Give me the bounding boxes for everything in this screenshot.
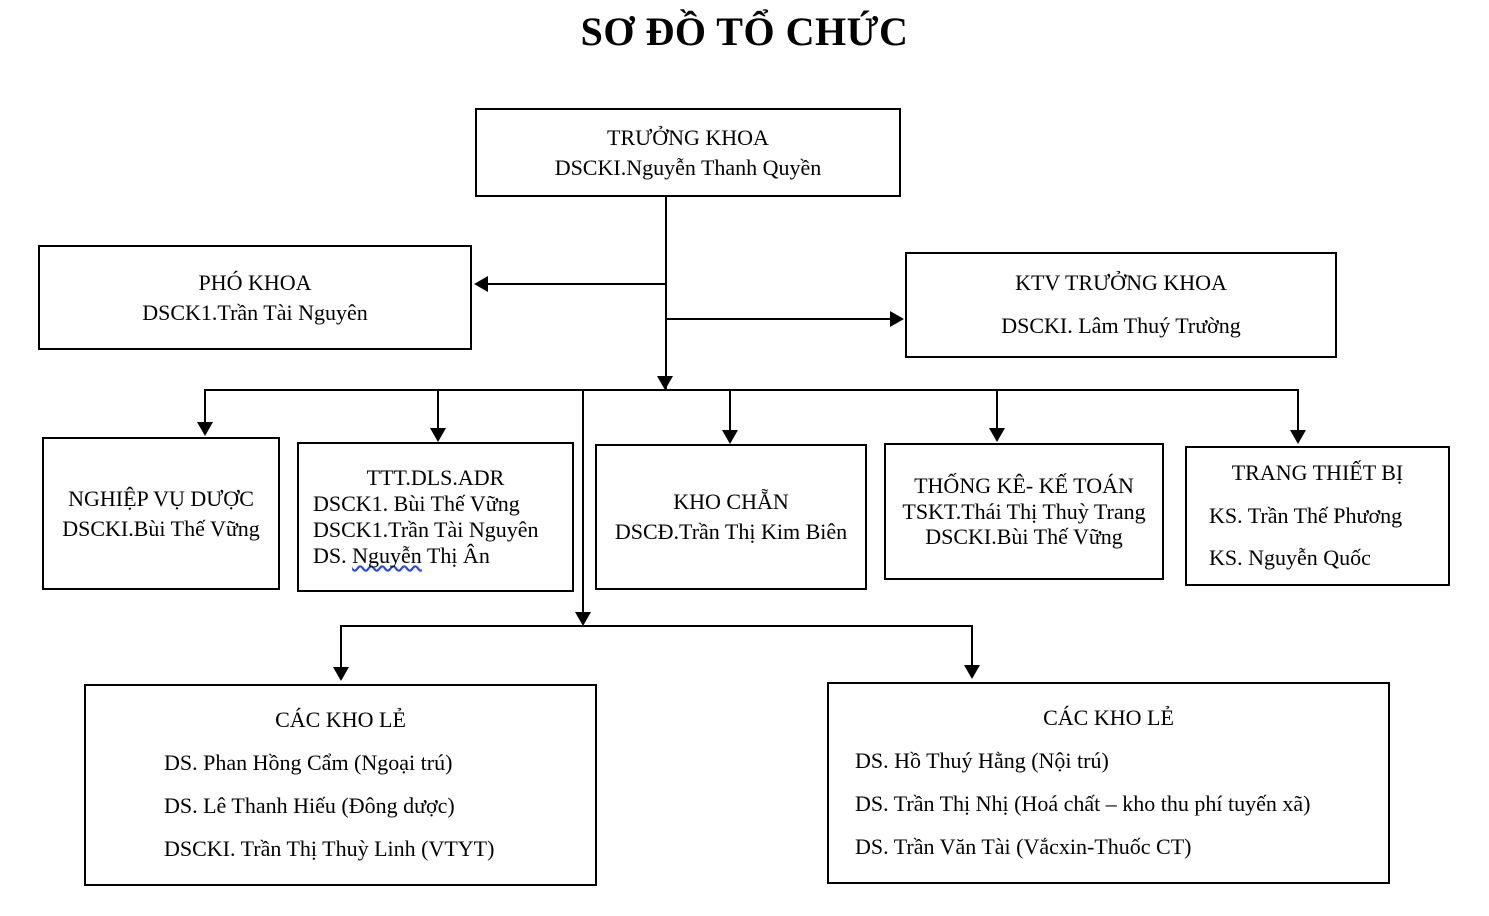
node-cac-kho-le-left-role: CÁC KHO LẺ — [275, 707, 406, 733]
person-3-prefix: DS. — [313, 542, 353, 568]
arrowhead-kho-le-left — [333, 667, 349, 681]
page-title: SƠ ĐỒ TỔ CHỨC — [580, 9, 909, 54]
arrowhead-pho-khoa — [474, 276, 488, 292]
node-thong-ke-ke-toan-role: THỐNG KÊ- KẾ TOÁN — [914, 472, 1134, 498]
node-thong-ke-ke-toan[interactable]: THỐNG KÊ- KẾ TOÁN TSKT.Thái Thị Thuỳ Tra… — [884, 443, 1164, 580]
connector-bus-to-nghiep-vu — [204, 389, 206, 425]
node-ttt-dls-adr[interactable]: TTT.DLS.ADR DSCK1. Bùi Thế Vững DSCK1.Tr… — [297, 442, 574, 592]
connector-bus-to-kho-chan — [729, 389, 731, 433]
node-ktv-truong-khoa[interactable]: KTV TRƯỞNG KHOA DSCKI. Lâm Thuý Trường — [905, 252, 1337, 358]
connector-lowerbus-to-kho-le-right — [971, 625, 973, 668]
node-cac-kho-le-left[interactable]: CÁC KHO LẺ DS. Phan Hồng Cẩm (Ngoại trú)… — [84, 684, 597, 886]
node-cac-kho-le-left-person-3: DSCKI. Trần Thị Thuỳ Linh (VTYT) — [164, 835, 495, 861]
arrowhead-trang-thiet-bi — [1290, 430, 1306, 444]
node-cac-kho-le-right[interactable]: CÁC KHO LẺ DS. Hồ Thuý Hằng (Nội trú) DS… — [827, 682, 1390, 884]
node-cac-kho-le-right-body: DS. Hồ Thuý Hằng (Nội trú) DS. Trần Thị … — [829, 740, 1388, 869]
node-trang-thiet-bi-person-2: KS. Nguyễn Quốc — [1209, 545, 1371, 571]
node-ktv-truong-khoa-person: DSCKI. Lâm Thuý Trường — [1001, 313, 1241, 338]
distribution-bus-row4 — [341, 625, 973, 627]
node-cac-kho-le-left-person-2: DS. Lê Thanh Hiếu (Đông dược) — [164, 793, 455, 818]
arrowhead-ttt-dls-adr — [430, 428, 446, 442]
connector-bus-to-lower-bus — [582, 389, 584, 619]
node-kho-chan[interactable]: KHO CHẴN DSCĐ.Trần Thị Kim Biên — [595, 444, 867, 590]
connector-bus-to-ttt-dls-adr — [437, 389, 439, 431]
connector-to-pho-khoa — [487, 283, 667, 285]
node-truong-khoa[interactable]: TRƯỞNG KHOA DSCKI.Nguyễn Thanh Quyền — [475, 108, 901, 197]
node-ttt-dls-adr-role: TTT.DLS.ADR — [366, 465, 505, 491]
node-trang-thiet-bi[interactable]: TRANG THIẾT BỊ KS. Trần Thế Phương KS. N… — [1185, 446, 1450, 586]
node-ttt-dls-adr-person-1: DSCK1. Bùi Thế Vững — [313, 491, 520, 517]
node-thong-ke-ke-toan-person-1: TSKT.Thái Thị Thuỳ Trang — [902, 498, 1146, 524]
node-ttt-dls-adr-person-2: DSCK1.Trần Tài Nguyên — [313, 517, 539, 542]
node-pho-khoa[interactable]: PHÓ KHOA DSCK1.Trần Tài Nguyên — [38, 245, 472, 350]
node-nghiep-vu-duoc[interactable]: NGHIỆP VỤ DƯỢC DSCKI.Bùi Thế Vững — [42, 437, 280, 590]
person-3-suffix: Thị Ân — [421, 542, 490, 568]
distribution-bus-row3 — [205, 389, 1299, 391]
node-kho-chan-role: KHO CHẴN — [673, 489, 789, 515]
arrowhead-ktv-truong-khoa — [890, 311, 904, 327]
arrowhead-kho-le-right — [964, 665, 980, 679]
arrowhead-thong-ke — [989, 428, 1005, 442]
arrowhead-lower-bus — [575, 612, 591, 626]
node-cac-kho-le-left-person-1: DS. Phan Hồng Cẩm (Ngoại trú) — [164, 750, 453, 776]
connector-bus-to-trang-thiet-bi — [1297, 389, 1299, 433]
node-truong-khoa-person: DSCKI.Nguyễn Thanh Quyền — [554, 154, 822, 180]
connector-truongkhoa-trunk — [665, 197, 667, 391]
node-nghiep-vu-duoc-role: NGHIỆP VỤ DƯỢC — [68, 485, 254, 511]
connector-to-ktv-truong-khoa — [665, 318, 892, 320]
connector-bus-to-thong-ke — [996, 389, 998, 431]
node-thong-ke-ke-toan-person-2: DSCKI.Bùi Thế Vững — [925, 524, 1123, 550]
connector-lowerbus-to-kho-le-left — [340, 625, 342, 670]
person-3-misspelled-word: Nguyễn — [352, 542, 422, 568]
arrowhead-nghiep-vu — [197, 422, 213, 436]
node-cac-kho-le-right-role: CÁC KHO LẺ — [1043, 705, 1174, 731]
node-cac-kho-le-right-person-3: DS. Trần Văn Tài (Vắcxin-Thuốc CT) — [855, 833, 1192, 859]
node-pho-khoa-person: DSCK1.Trần Tài Nguyên — [142, 299, 368, 325]
node-ttt-dls-adr-person-3: DS. Nguyễn Thị Ân — [299, 543, 572, 569]
arrowhead-trunk-to-bus — [657, 376, 673, 390]
node-trang-thiet-bi-person-1: KS. Trần Thế Phương — [1209, 502, 1403, 528]
node-truong-khoa-role: TRƯỞNG KHOA — [607, 124, 769, 150]
node-cac-kho-le-left-body: DS. Phan Hồng Cẩm (Ngoại trú) DS. Lê Tha… — [86, 742, 595, 871]
node-cac-kho-le-right-person-1: DS. Hồ Thuý Hằng (Nội trú) — [855, 748, 1109, 774]
node-cac-kho-le-right-person-2: DS. Trần Thị Nhị (Hoá chất – kho thu phí… — [855, 791, 1311, 816]
node-pho-khoa-role: PHÓ KHOA — [198, 269, 312, 295]
node-kho-chan-person-1: DSCĐ.Trần Thị Kim Biên — [614, 519, 848, 544]
node-ktv-truong-khoa-role: KTV TRƯỞNG KHOA — [1015, 270, 1227, 296]
node-nghiep-vu-duoc-person-1: DSCKI.Bùi Thế Vững — [62, 515, 260, 541]
node-trang-thiet-bi-role: TRANG THIẾT BỊ — [1231, 459, 1404, 485]
arrowhead-kho-chan — [722, 430, 738, 444]
